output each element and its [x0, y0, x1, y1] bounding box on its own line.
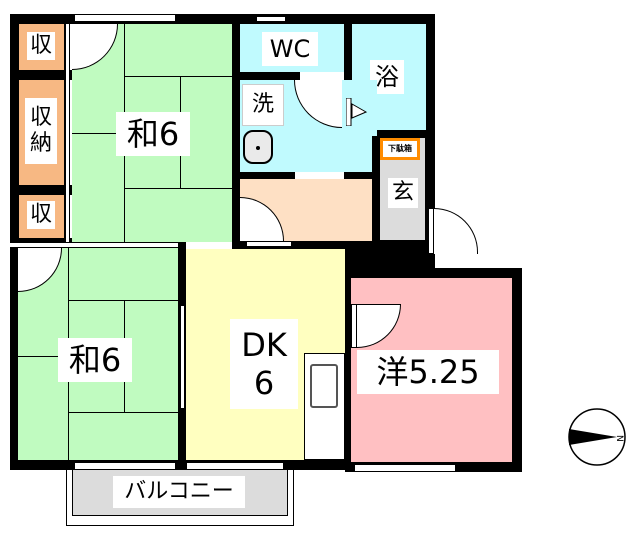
wall-right-upper	[425, 14, 435, 266]
washitsu-upper-label: 和6	[116, 112, 190, 156]
washitsu-lower-label: 和6	[58, 338, 132, 382]
dk-label-line2: 6	[253, 364, 275, 402]
washbasin-icon	[243, 130, 273, 164]
wall-right-lower	[512, 268, 522, 470]
bath-label: 浴	[370, 60, 404, 94]
door-dk-top[interactable]	[246, 241, 292, 247]
closet-mid-label: 収 納	[25, 98, 57, 164]
shoe-box-label: 下駄箱	[383, 141, 417, 157]
wall-closet-divider-2	[10, 185, 72, 195]
door-yoshitsu-swing[interactable]	[357, 304, 401, 348]
entrance: 下駄箱 玄	[380, 138, 425, 240]
door-wc-swing[interactable]	[294, 80, 342, 128]
closet-top: 収	[19, 24, 64, 70]
closet-bottom: 収	[19, 195, 64, 238]
wc-label: WC	[262, 32, 318, 66]
kitchen-counter	[304, 353, 345, 460]
sink-icon	[310, 364, 338, 408]
closet-door-swing[interactable]	[72, 24, 118, 70]
door-bath[interactable]	[345, 97, 368, 127]
north-arrow-icon: N	[567, 407, 627, 467]
closet-bottom-label: 収	[27, 201, 55, 229]
entrance-label: 玄	[388, 178, 418, 208]
window-washitsu-upper[interactable]	[74, 14, 176, 22]
yoshitsu-label: 洋5.25	[357, 350, 499, 394]
wall-closet-front	[64, 24, 70, 248]
wall-washroom-bottom-left	[240, 172, 295, 179]
window-wc[interactable]	[256, 16, 286, 22]
wall-center-upper	[232, 24, 240, 250]
hallway	[240, 179, 372, 241]
shoe-box: 下駄箱	[380, 138, 420, 160]
closet-mid-label-line1: 収	[29, 105, 52, 130]
wall-top-right	[234, 14, 434, 24]
window-dk-balcony[interactable]	[186, 462, 284, 470]
wall-washitsu-divider	[10, 242, 180, 248]
dk-label-line1: DK	[241, 326, 287, 364]
wall-dk-yoshitsu	[345, 249, 351, 464]
balcony-label: バルコニー	[113, 476, 245, 508]
washroom: 洗	[240, 80, 377, 172]
wall-washroom-bottom-right	[344, 172, 379, 179]
wall-wash-entry	[372, 136, 380, 246]
door-yoshitsu-frame[interactable]	[351, 304, 357, 348]
wall-bottom-left	[10, 460, 350, 470]
compass-north-label: N	[614, 435, 624, 442]
washitsu-lower: 和6	[18, 248, 178, 460]
window-yoshitsu[interactable]	[354, 464, 456, 472]
window-washitsu-balcony[interactable]	[74, 462, 176, 470]
wall-closet-divider-1	[10, 70, 72, 80]
door-washitsu-lower[interactable]	[18, 248, 62, 292]
washroom-label: 洗	[242, 84, 284, 126]
wall-yoshitsu-top	[345, 268, 522, 278]
dk: DK 6	[186, 249, 345, 460]
closet-top-label: 収	[27, 32, 55, 60]
wall-hall-dk	[240, 241, 350, 249]
door-hallway-washitsu[interactable]	[240, 197, 284, 241]
wc: WC	[240, 24, 344, 72]
front-door-swing[interactable]	[434, 208, 478, 254]
dk-label: DK 6	[230, 319, 298, 409]
wall-bath-bottom	[344, 130, 434, 138]
closet-mid: 収 納	[19, 80, 64, 185]
balcony: バルコニー	[66, 470, 294, 526]
washitsu-upper: 和6	[72, 24, 232, 242]
sliding-door-washitsu-dk[interactable]	[180, 306, 184, 408]
yoshitsu: 洋5.25	[351, 278, 512, 462]
wall-entry-block	[345, 240, 435, 270]
wall-wc-bottom	[240, 72, 300, 80]
closet-mid-label-line2: 納	[29, 131, 52, 156]
